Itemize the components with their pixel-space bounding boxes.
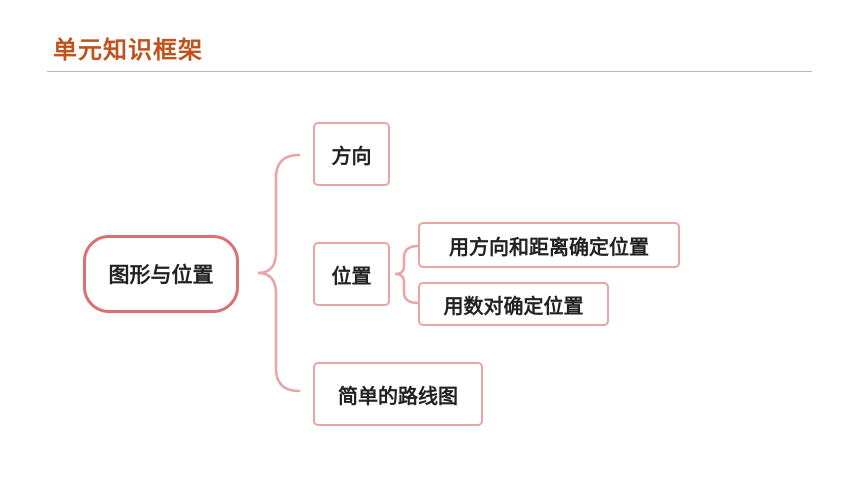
leaf-node-direction-and-distance: 用方向和距离确定位置	[418, 222, 680, 268]
branch-node-direction: 方向	[313, 122, 390, 186]
slide-title: 单元知识框架	[53, 36, 203, 64]
branch-node-route-map: 简单的路线图	[313, 362, 483, 426]
position-brace	[394, 244, 420, 305]
leaf-node-number-pair: 用数对确定位置	[418, 282, 609, 326]
branch-node-position: 位置	[313, 242, 390, 306]
title-divider	[47, 71, 812, 72]
root-node-shape-and-position: 图形与位置	[83, 235, 239, 313]
root-brace	[257, 153, 301, 393]
